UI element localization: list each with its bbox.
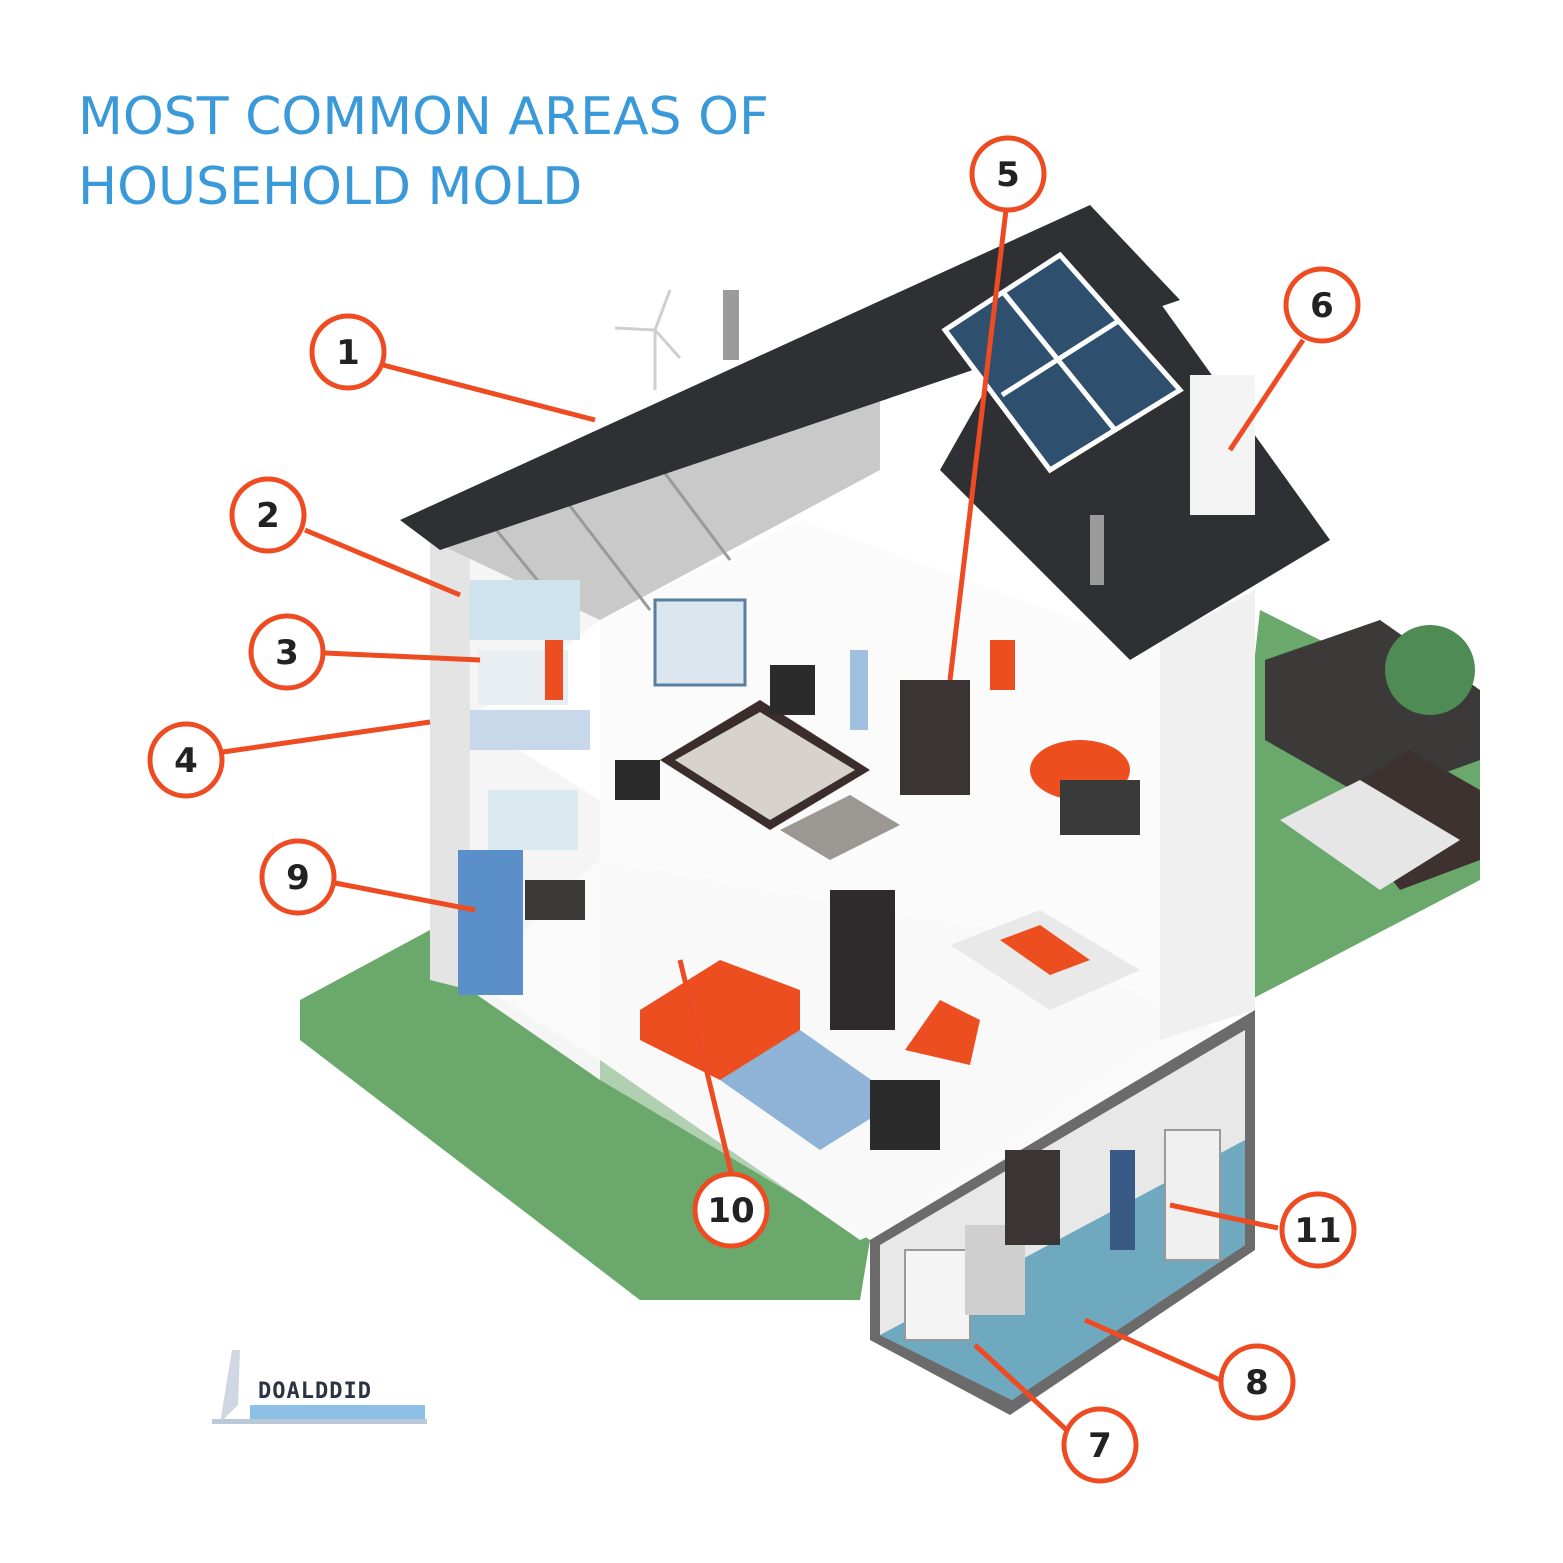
callout-5: 5 bbox=[969, 135, 1047, 213]
kitchen-window bbox=[488, 790, 578, 850]
brand-logo: DOALDDID bbox=[210, 1345, 430, 1430]
callout-4: 4 bbox=[147, 721, 225, 799]
wardrobe bbox=[900, 680, 970, 795]
person-bathroom bbox=[545, 640, 563, 700]
callout-11: 11 bbox=[1279, 1191, 1357, 1269]
callout-6: 6 bbox=[1283, 266, 1361, 344]
nightstand-left bbox=[615, 760, 660, 800]
title-line-2: HOUSEHOLD MOLD bbox=[78, 157, 583, 217]
callout-number: 11 bbox=[1294, 1211, 1341, 1251]
patio bbox=[1280, 780, 1460, 890]
bathroom-window bbox=[470, 580, 580, 640]
callout-7: 7 bbox=[1061, 1406, 1139, 1484]
callout-number: 6 bbox=[1310, 286, 1334, 326]
chimney bbox=[1190, 375, 1255, 515]
callout-number: 2 bbox=[256, 496, 280, 536]
callout-number: 8 bbox=[1245, 1363, 1269, 1403]
wall-art bbox=[653, 598, 747, 687]
callout-10: 10 bbox=[692, 1171, 770, 1249]
diagram-title: MOST COMMON AREAS OF HOUSEHOLD MOLD bbox=[78, 82, 769, 222]
callout-number: 1 bbox=[336, 333, 360, 373]
refrigerator bbox=[458, 850, 523, 995]
callout-number: 9 bbox=[286, 858, 310, 898]
solar-panels bbox=[941, 251, 1184, 474]
office-chair bbox=[990, 640, 1015, 690]
callout-1: 1 bbox=[309, 313, 387, 391]
callout-number: 10 bbox=[707, 1191, 754, 1231]
leader-lines bbox=[222, 209, 1306, 1437]
logo-text: DOALDDID bbox=[258, 1379, 372, 1404]
vent-pipe bbox=[723, 290, 739, 360]
bed-sheet bbox=[675, 712, 855, 820]
nightstand-right bbox=[770, 665, 815, 715]
callout-3: 3 bbox=[248, 613, 326, 691]
washing-machine bbox=[904, 1249, 971, 1341]
armchair bbox=[905, 1000, 980, 1065]
callout-2: 2 bbox=[229, 476, 307, 554]
basement-floor bbox=[880, 1140, 1245, 1400]
attic-interior bbox=[430, 380, 880, 620]
vent-pipe-2 bbox=[1090, 515, 1104, 585]
tv bbox=[870, 1080, 940, 1150]
water-heater bbox=[1164, 1129, 1221, 1261]
roof-front-slope bbox=[400, 205, 1180, 550]
callout-number: 7 bbox=[1088, 1426, 1112, 1466]
dining-runner bbox=[1000, 925, 1090, 975]
bathroom-floor bbox=[470, 710, 590, 750]
rug bbox=[780, 795, 900, 860]
title-line-1: MOST COMMON AREAS OF bbox=[78, 87, 769, 147]
callout-number: 5 bbox=[996, 155, 1020, 195]
person-bedroom bbox=[850, 650, 868, 730]
wind-turbine bbox=[614, 289, 682, 390]
bookshelf bbox=[830, 890, 895, 1030]
callout-number: 3 bbox=[275, 633, 299, 673]
kitchen-counter bbox=[525, 880, 585, 920]
person-basement bbox=[1110, 1150, 1135, 1250]
side-table bbox=[1060, 780, 1140, 835]
living-rug bbox=[720, 1030, 900, 1150]
tree bbox=[1385, 625, 1475, 715]
callout-9: 9 bbox=[259, 838, 337, 916]
logo-mark bbox=[212, 1350, 427, 1424]
callout-8: 8 bbox=[1218, 1343, 1296, 1421]
callout-number: 4 bbox=[174, 741, 198, 781]
right-exterior-wall bbox=[1160, 590, 1255, 1040]
sofa bbox=[640, 960, 800, 1080]
basement-door bbox=[1005, 1150, 1060, 1245]
